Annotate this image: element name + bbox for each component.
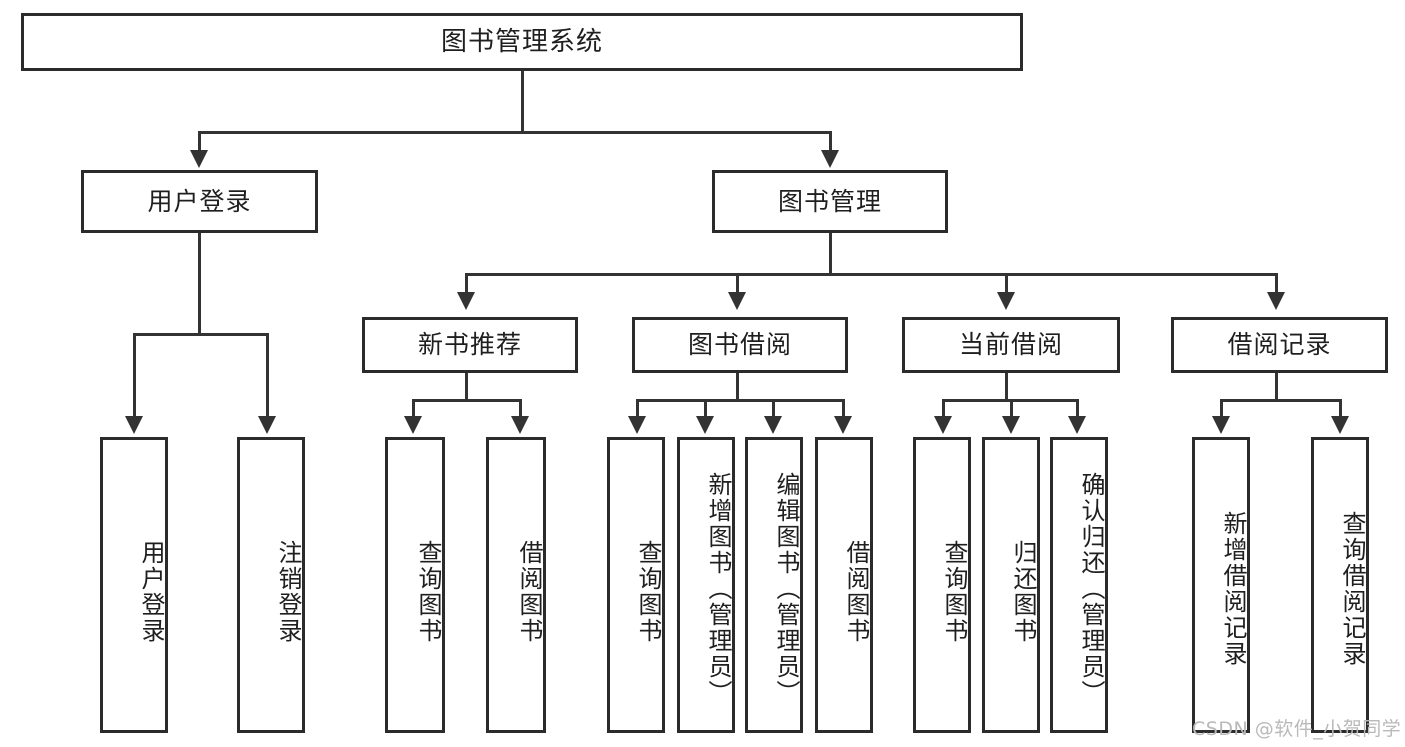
node-label: 图书管理: [777, 186, 882, 216]
arrow-down-icon: [404, 416, 422, 434]
connector-cb-leaf-3: [1076, 399, 1079, 419]
connector-root-to-user-login: [198, 131, 201, 153]
leaf-return-book[interactable]: 归还图书: [982, 437, 1040, 733]
connector-root-to-book-manage: [829, 131, 832, 153]
connector-nbr-leaf-1: [412, 399, 415, 419]
leaf-query-book-borrow[interactable]: 查询图书: [607, 437, 665, 733]
arrow-down-icon: [764, 416, 782, 434]
connector-bb-leaf-4: [842, 399, 845, 419]
node-label: 新增借阅记录: [1219, 511, 1247, 667]
leaf-query-borrow-record[interactable]: 查询借阅记录: [1311, 437, 1369, 733]
connector-br-leaf-1: [1220, 399, 1223, 419]
node-label: 借阅图书: [515, 540, 543, 644]
node-label: 新增图书（管理员）: [704, 472, 732, 706]
arrow-down-icon: [834, 416, 852, 434]
node-book-borrow[interactable]: 图书借阅: [632, 317, 848, 373]
connector-bb-leaf-1: [636, 399, 639, 419]
leaf-add-book-admin[interactable]: 新增图书（管理员）: [677, 437, 735, 733]
arrow-down-icon: [457, 292, 475, 310]
arrow-down-icon: [258, 416, 276, 434]
connector-to-new-book-recommend: [465, 273, 468, 295]
connector-user-login-bus: [133, 333, 269, 336]
arrow-down-icon: [821, 150, 839, 168]
arrow-down-icon: [1068, 416, 1086, 434]
connector-bb-leaf-2: [704, 399, 707, 419]
arrow-down-icon: [628, 416, 646, 434]
connector-nbr-leaf-2: [519, 399, 522, 419]
leaf-edit-book-admin[interactable]: 编辑图书（管理员）: [745, 437, 803, 733]
connector-cb-leaf-1: [942, 399, 945, 419]
node-label: 新书推荐: [417, 330, 522, 360]
connector-new-book-recommend-stem: [465, 373, 468, 401]
node-label: 当前借阅: [958, 330, 1063, 360]
connector-root-stem: [521, 71, 524, 133]
connector-book-manage-stem: [829, 233, 832, 275]
leaf-borrow-book[interactable]: 借阅图书: [815, 437, 873, 733]
arrow-down-icon: [1002, 416, 1020, 434]
watermark-text: CSDN @软件_小贺同学: [1192, 718, 1402, 740]
node-new-book-recommend[interactable]: 新书推荐: [362, 317, 578, 373]
connector-br-leaf-2: [1339, 399, 1342, 419]
connector-borrow-record-stem: [1275, 373, 1278, 401]
node-label: 用户登录: [147, 186, 252, 216]
connector-to-current-borrow: [1005, 273, 1008, 295]
leaf-logout[interactable]: 注销登录: [237, 437, 305, 733]
arrow-down-icon: [511, 416, 529, 434]
leaf-user-login[interactable]: 用户登录: [100, 437, 168, 733]
arrow-down-icon: [190, 150, 208, 168]
node-label: 图书借阅: [687, 330, 792, 360]
node-label: 归还图书: [1009, 540, 1037, 644]
leaf-add-borrow-record[interactable]: 新增借阅记录: [1192, 437, 1250, 733]
connector-book-manage-bus: [465, 273, 1278, 276]
leaf-borrow-book-recommend[interactable]: 借阅图书: [486, 437, 546, 733]
node-root-system[interactable]: 图书管理系统: [21, 13, 1023, 71]
node-label: 用户登录: [137, 540, 165, 644]
arrow-down-icon: [1331, 416, 1349, 434]
node-label: 编辑图书（管理员）: [772, 472, 800, 706]
leaf-confirm-return-admin[interactable]: 确认归还（管理员）: [1050, 437, 1108, 733]
connector-to-book-borrow: [736, 273, 739, 295]
arrow-down-icon: [1212, 416, 1230, 434]
arrow-down-icon: [728, 292, 746, 310]
connector-user-login-stem: [198, 233, 201, 335]
arrow-down-icon: [1267, 292, 1285, 310]
node-label: 借阅图书: [842, 540, 870, 644]
node-user-login[interactable]: 用户登录: [81, 170, 318, 233]
node-book-management[interactable]: 图书管理: [712, 170, 948, 233]
connector-root-bus: [198, 131, 832, 134]
node-label: 查询图书: [414, 540, 442, 644]
connector-book-borrow-bus: [636, 399, 845, 402]
connector-to-borrow-record: [1275, 273, 1278, 295]
leaf-query-book-recommend[interactable]: 查询图书: [385, 437, 445, 733]
connector-borrow-record-bus: [1220, 399, 1342, 402]
arrow-down-icon: [696, 416, 714, 434]
node-label: 查询图书: [634, 540, 662, 644]
node-label: 图书管理系统: [440, 26, 603, 57]
arrow-down-icon: [125, 416, 143, 434]
arrow-down-icon: [997, 292, 1015, 310]
node-current-borrow[interactable]: 当前借阅: [902, 317, 1120, 373]
node-label: 查询图书: [940, 540, 968, 644]
node-label: 查询借阅记录: [1338, 511, 1366, 667]
connector-current-borrow-stem: [1005, 373, 1008, 401]
node-borrow-record[interactable]: 借阅记录: [1171, 317, 1388, 373]
node-label: 确认归还（管理员）: [1077, 472, 1105, 706]
node-label: 注销登录: [274, 540, 302, 644]
connector-bb-leaf-3: [772, 399, 775, 419]
connector-to-leaf-user-login: [133, 333, 136, 419]
arrow-down-icon: [934, 416, 952, 434]
connector-new-book-recommend-bus: [412, 399, 522, 402]
node-label: 借阅记录: [1227, 330, 1332, 360]
leaf-query-book-current[interactable]: 查询图书: [913, 437, 971, 733]
connector-to-leaf-logout: [266, 333, 269, 419]
connector-book-borrow-stem: [736, 373, 739, 401]
connector-cb-leaf-2: [1010, 399, 1013, 419]
